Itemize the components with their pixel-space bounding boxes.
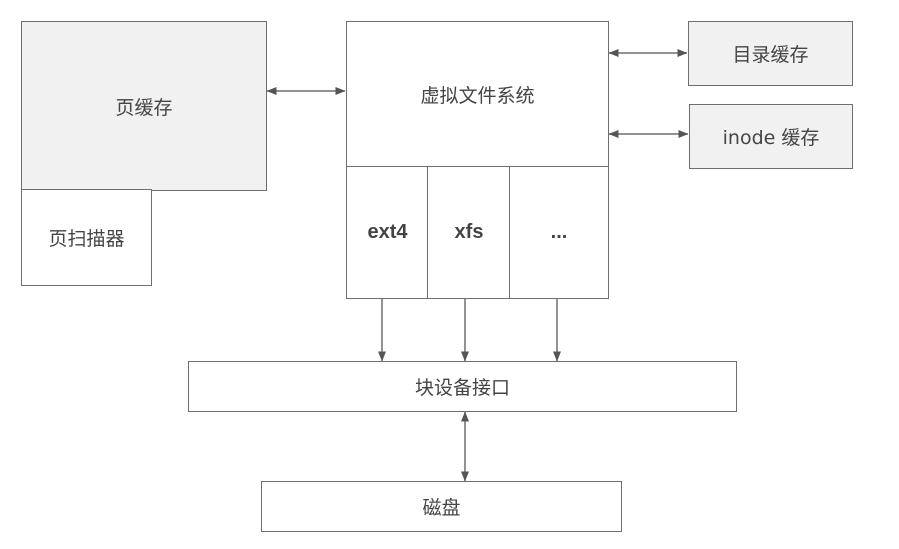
vfs-label: 虚拟文件系统 [420,85,535,107]
inode-cache-box: inode 缓存 [689,104,853,169]
page-cache-label: 页缓存 [115,96,173,119]
dentry-cache-label: 目录缓存 [732,44,809,66]
disk-label: 磁盘 [422,497,461,519]
block-device-interface-box: 块设备接口 [188,361,737,412]
filesystem-other-box: ... [509,166,609,299]
filesystem-xfs-box: xfs [427,166,511,299]
disk-box: 磁盘 [261,481,622,532]
block-device-interface-label: 块设备接口 [414,377,510,399]
page-scanner-box: 页扫描器 [21,189,152,286]
filesystem-ext4-label: ext4 [367,221,408,243]
dentry-cache-box: 目录缓存 [688,21,853,86]
inode-cache-label: inode 缓存 [722,127,820,149]
filesystem-ext4-box: ext4 [346,166,429,299]
filesystem-other-label: ... [550,221,568,243]
page-scanner-label: 页扫描器 [48,228,125,250]
filesystem-xfs-label: xfs [454,221,484,243]
page-cache-box: 页缓存 [21,21,267,191]
vfs-box: 虚拟文件系统 [346,21,609,168]
